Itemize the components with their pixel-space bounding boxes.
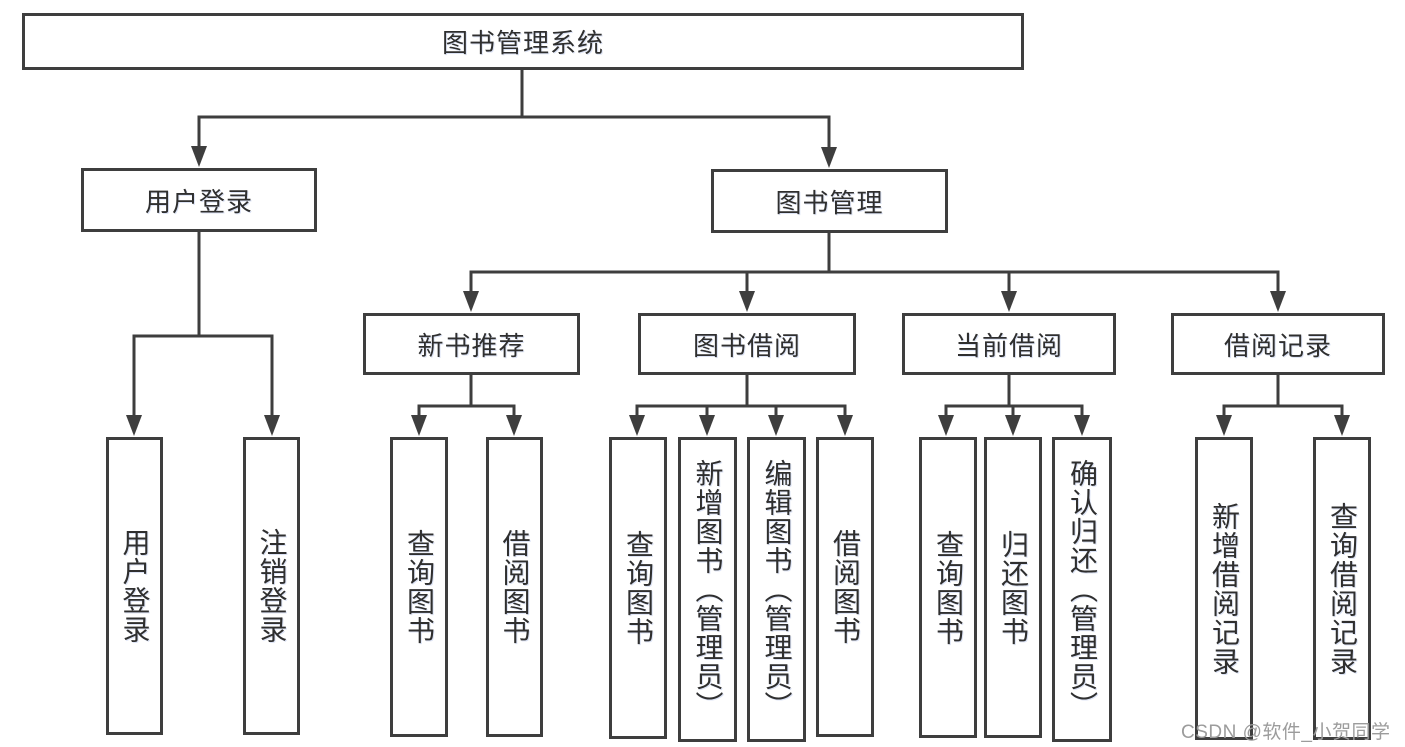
node-label: 用户登录 bbox=[144, 186, 253, 217]
node-label: 图书管理系统 bbox=[441, 28, 604, 58]
arrowhead-recommend-borrow bbox=[506, 415, 522, 436]
node-label: 编辑图书（管理员） bbox=[761, 459, 793, 720]
node-book-management: 图书管理 bbox=[711, 169, 948, 233]
node-user-login: 用户登录 bbox=[81, 168, 317, 232]
node-borrow-records: 借阅记录 bbox=[1171, 313, 1385, 375]
arrowhead-recommend-query bbox=[411, 415, 427, 436]
arrowhead-current-return bbox=[1005, 415, 1021, 436]
arrowhead-borrow-records bbox=[1270, 291, 1286, 312]
node-label: 归还图书 bbox=[998, 529, 1029, 646]
node-current-borrow: 当前借阅 bbox=[902, 313, 1116, 375]
node-user-login-leaf: 用户登录 bbox=[106, 437, 163, 735]
arrowhead-current-query bbox=[938, 415, 954, 436]
node-label: 借阅图书 bbox=[830, 529, 861, 645]
arrowhead-borrow-add bbox=[699, 415, 715, 436]
arrowhead-user-login bbox=[191, 146, 207, 167]
node-current-query-books: 查询图书 bbox=[919, 437, 977, 738]
node-logout-leaf: 注销登录 bbox=[243, 437, 300, 735]
node-label: 确认归还（管理员） bbox=[1067, 459, 1098, 720]
arrowhead-book-borrow bbox=[739, 291, 755, 312]
node-label: 查询图书 bbox=[404, 529, 435, 645]
arrowhead-new-book-recommend bbox=[463, 291, 479, 312]
arrowhead-current-confirm bbox=[1074, 415, 1090, 436]
node-records-add-record: 新增借阅记录 bbox=[1195, 437, 1253, 740]
node-recommend-query-books: 查询图书 bbox=[390, 437, 448, 737]
arrowhead-book-management bbox=[821, 147, 837, 168]
arrowhead-borrow-borrow bbox=[837, 415, 853, 436]
node-book-borrow: 图书借阅 bbox=[638, 313, 856, 375]
node-label: 图书借阅 bbox=[692, 330, 801, 361]
node-label: 注销登录 bbox=[256, 528, 288, 644]
arrowhead-current-borrow bbox=[1001, 291, 1017, 312]
arrowhead-records-query bbox=[1334, 415, 1350, 436]
node-label: 新增借阅记录 bbox=[1209, 501, 1240, 676]
node-records-query-record: 查询借阅记录 bbox=[1313, 437, 1371, 740]
node-borrow-add-books-admin: 新增图书（管理员） bbox=[678, 437, 737, 742]
node-label: 借阅图书 bbox=[499, 529, 531, 645]
node-current-confirm-return-admin: 确认归还（管理员） bbox=[1052, 437, 1112, 742]
arrowhead-borrow-edit bbox=[768, 415, 784, 436]
node-recommend-borrow-books: 借阅图书 bbox=[486, 437, 543, 737]
arrowhead-records-add bbox=[1216, 415, 1232, 436]
node-new-book-recommend: 新书推荐 bbox=[363, 313, 580, 375]
watermark-text: CSDN @软件_小贺同学 bbox=[1181, 722, 1391, 743]
node-library-management-system: 图书管理系统 bbox=[22, 13, 1024, 70]
node-label: 借阅记录 bbox=[1223, 330, 1332, 361]
node-label: 查询借阅记录 bbox=[1327, 501, 1358, 676]
node-label: 当前借阅 bbox=[954, 330, 1063, 361]
arrowhead-user-login-leaf bbox=[126, 415, 142, 436]
node-label: 图书管理 bbox=[775, 187, 884, 218]
node-borrow-borrow-books: 借阅图书 bbox=[816, 437, 874, 737]
node-label: 查询图书 bbox=[933, 529, 964, 646]
node-label: 用户登录 bbox=[119, 528, 151, 644]
node-borrow-query-books: 查询图书 bbox=[609, 437, 667, 739]
node-label: 新书推荐 bbox=[417, 330, 526, 361]
node-label: 新增图书（管理员） bbox=[692, 459, 724, 720]
node-borrow-edit-books-admin: 编辑图书（管理员） bbox=[747, 437, 806, 742]
node-label: 查询图书 bbox=[623, 530, 654, 646]
node-current-return-books: 归还图书 bbox=[984, 437, 1042, 738]
arrowhead-borrow-query bbox=[629, 415, 645, 436]
arrowhead-logout-leaf bbox=[264, 415, 280, 436]
